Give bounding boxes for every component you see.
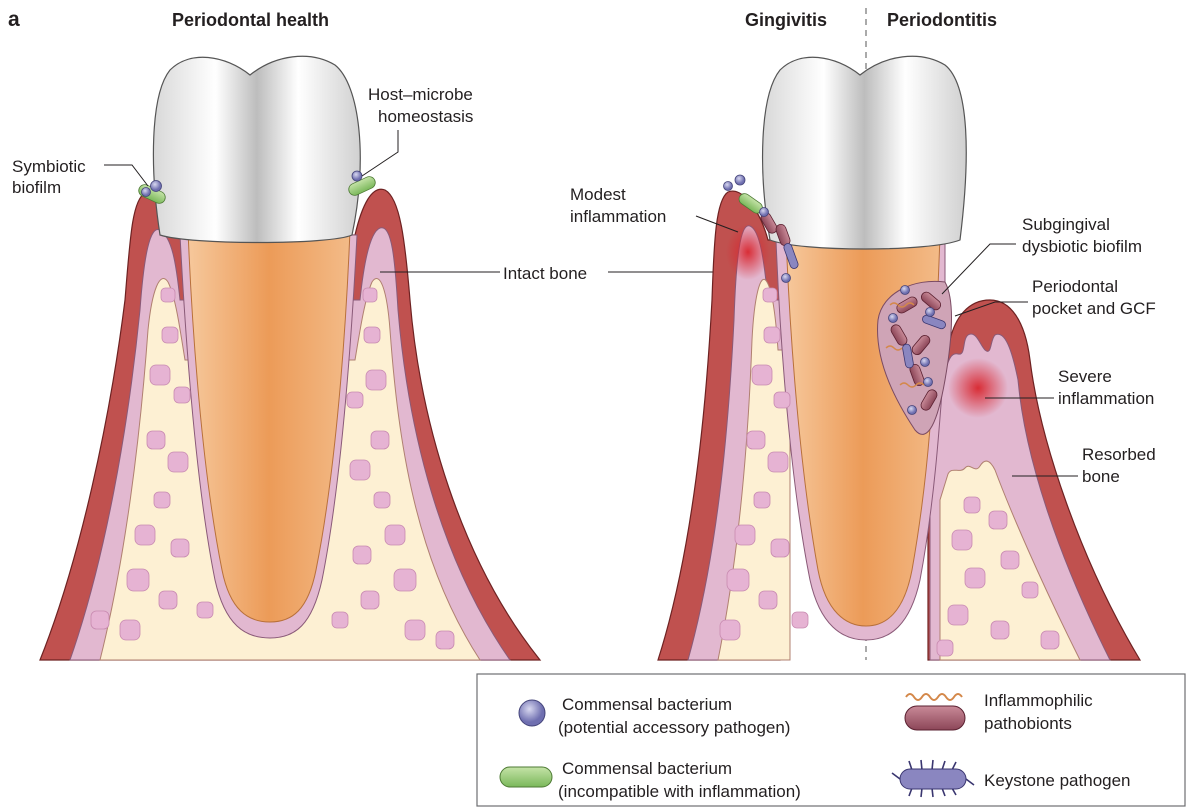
marrow-cell [754,492,770,508]
marrow-cell [332,612,348,628]
marrow-cell [162,327,178,343]
marrow-cell [774,392,790,408]
marrow-cell [371,431,389,449]
marrow-cell [364,327,380,343]
legend-commensal-incompatible-line2: (incompatible with inflammation) [558,782,801,801]
marrow-cell [197,602,213,618]
marrow-cell [759,591,777,609]
leader-symbiotic-biofilm [104,165,148,186]
label-homeostasis: homeostasis [378,107,473,126]
marrow-cell [127,569,149,591]
marrow-cell [952,530,972,550]
marrow-cell [937,640,953,656]
label-symbiotic: Symbiotic [12,157,86,176]
legend-pathobionts-line2: pathobionts [984,714,1072,733]
marrow-cell [353,546,371,564]
legend: Commensal bacterium (potential accessory… [477,674,1185,806]
marrow-cell [159,591,177,609]
marrow-cell [436,631,454,649]
marrow-cell [964,497,980,513]
marrow-cell [763,288,777,302]
green-commensal-icon [500,767,552,787]
label-bone: bone [1082,467,1120,486]
marrow-cell [989,511,1007,529]
header-periodontitis: Periodontitis [887,10,997,30]
marrow-cell [405,620,425,640]
label-resorbed: Resorbed [1082,445,1156,464]
legend-commensal-accessory-line2: (potential accessory pathogen) [558,718,790,737]
marrow-cell [1041,631,1059,649]
marrow-cell [168,452,188,472]
marrow-cell [161,288,175,302]
marrow-cell [1022,582,1038,598]
label-severe: Severe [1058,367,1112,386]
marrow-cell [752,365,772,385]
marrow-cell [727,569,749,591]
marrow-cell [764,327,780,343]
marrow-cell [350,460,370,480]
healthy-tooth-illustration [40,56,540,660]
label-periodontal: Periodontal [1032,277,1118,296]
marrow-cell [135,525,155,545]
marrow-cell [385,525,405,545]
marrow-cell [374,492,390,508]
marrow-cell [147,431,165,449]
marrow-cell [120,620,140,640]
marrow-cell [347,392,363,408]
marrow-cell [792,612,808,628]
diseased-tooth-illustration [658,56,1140,660]
marrow-cell [363,288,377,302]
label-dysbiotic-biofilm: dysbiotic biofilm [1022,237,1142,256]
marrow-cell [991,621,1009,639]
label-intact-bone: Intact bone [503,264,587,283]
marrow-cell [768,452,788,472]
marrow-cell [735,525,755,545]
marrow-cell [171,539,189,557]
label-host-microbe: Host–microbe [368,85,473,104]
marrow-cell [174,387,190,403]
label-pocket-gcf: pocket and GCF [1032,299,1156,318]
label-biofilm: biofilm [12,178,61,197]
label-severe-inflammation: inflammation [1058,389,1154,408]
marrow-cell [1001,551,1019,569]
label-modest-inflammation: inflammation [570,207,666,226]
marrow-cell [394,569,416,591]
legend-pathobionts-line1: Inflammophilic [984,691,1093,710]
marrow-cell [720,620,740,640]
marrow-cell [91,611,109,629]
label-subgingival: Subgingival [1022,215,1110,234]
marrow-cell [361,591,379,609]
leader-host-microbe [362,130,398,176]
marrow-cell [747,431,765,449]
marrow-cell [948,605,968,625]
header-gingivitis: Gingivitis [745,10,827,30]
marrow-cell [771,539,789,557]
marrow-cell [154,492,170,508]
marrow-cell [366,370,386,390]
marrow-cell [150,365,170,385]
legend-commensal-incompatible-line1: Commensal bacterium [562,759,732,778]
legend-commensal-accessory-line1: Commensal bacterium [562,695,732,714]
legend-keystone-pathogen: Keystone pathogen [984,771,1131,790]
marrow-cell [965,568,985,588]
label-modest: Modest [570,185,626,204]
commensal-bacterium-icon [519,700,545,726]
header-periodontal-health: Periodontal health [172,10,329,30]
panel-letter: a [8,8,20,31]
leader-subgingival-biofilm [942,244,1016,294]
